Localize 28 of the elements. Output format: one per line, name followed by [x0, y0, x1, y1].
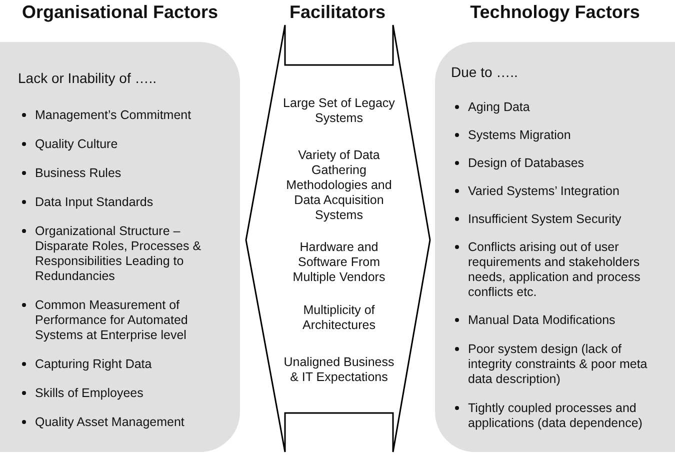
list-item-text: Systems Migration — [468, 128, 571, 142]
list-item-text: Aging Data — [468, 100, 530, 114]
column-heading: Technology Factors — [469, 2, 641, 23]
list-item-text: Insufficient System Security — [468, 212, 622, 226]
list-item-text: Design of Databases — [468, 156, 584, 170]
list-item-text: Tightly coupled processes and applications (data dependence) — [468, 401, 642, 430]
facilitator-text: Hardware and Software From Multiple Vendors — [292, 240, 386, 285]
column-heading: Organisational Factors — [20, 2, 220, 23]
list-item-text: Conflicts arising out of user requirements and stakeholders needs, application and process conflicts etc. — [468, 240, 640, 299]
facilitator-text: Variety of Data Gathering Methodologies and Data Acquisition Systems — [285, 148, 393, 223]
list-item-text: Capturing Right Data — [35, 357, 152, 371]
list-item-text: Data Input Standards — [35, 195, 154, 209]
intro-text: Due to ….. — [451, 64, 519, 80]
list-item-text: Management’s Commitment — [35, 108, 192, 122]
list-item-text: Manual Data Modifications — [468, 313, 616, 327]
intro-text: Lack or Inability of ….. — [18, 70, 158, 86]
list-item-text: Skills of Employees — [35, 386, 144, 400]
list-item-text: Organizational Structure – Disparate Roles, Processes & Responsibilities Leading to Redundancies — [35, 224, 202, 283]
column-heading: Facilitators — [288, 2, 387, 23]
facilitator-text: Unaligned Business & IT Expectations — [283, 355, 395, 385]
facilitator-text: Large Set of Legacy Systems — [283, 96, 395, 126]
list-item-text: Quality Asset Management — [35, 415, 184, 429]
list-item-text: Varied Systems’ Integration — [468, 184, 620, 198]
list-item-text: Quality Culture — [35, 137, 118, 151]
list-item-text: Business Rules — [35, 166, 122, 180]
facilitator-text: Multiplicity of Architectures — [302, 303, 376, 333]
list-item-text: Poor system design (lack of integrity constraints & poor meta data description) — [468, 342, 648, 386]
list-item-text: Common Measurement of Performance for Automated Systems at Enterprise level — [35, 298, 188, 342]
